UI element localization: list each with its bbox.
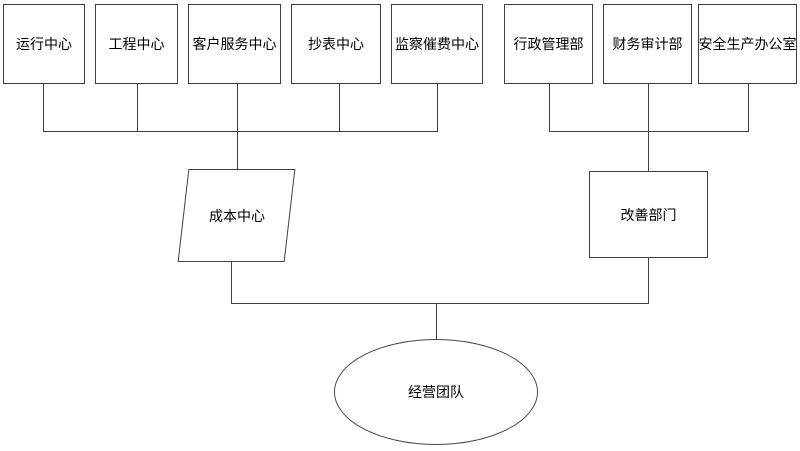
connector-stem-engineering-center bbox=[137, 84, 138, 131]
connector-cost-center-drop bbox=[231, 262, 232, 304]
org-node-finance-audit-dept: 财务审计部 bbox=[603, 4, 692, 84]
org-node-customer-service-center: 客户服务中心 bbox=[188, 4, 281, 84]
connector-bus-left-group bbox=[43, 131, 438, 132]
connector-stem-customer-service-center bbox=[237, 84, 238, 131]
connector-stem-administration-dept bbox=[549, 84, 550, 131]
org-node-supervision-collection-center: 监察催费中心 bbox=[391, 4, 483, 84]
org-node-improvement-dept: 改善部门 bbox=[589, 171, 708, 258]
org-node-engineering-center: 工程中心 bbox=[95, 4, 178, 84]
org-node-safety-production-office: 安全生产办公室 bbox=[698, 4, 797, 84]
cost-center-label: 成本中心 bbox=[208, 208, 265, 225]
connector-stem-supervision-center bbox=[437, 84, 438, 131]
org-node-management-team: 经营团队 bbox=[334, 339, 538, 445]
connector-bus-bottom bbox=[231, 303, 649, 304]
connector-stem-safety-office bbox=[748, 84, 749, 131]
connector-bus-right-group bbox=[549, 131, 749, 132]
org-node-meter-reading-center: 抄表中心 bbox=[291, 4, 381, 84]
connector-bus-to-improvement-dept bbox=[648, 131, 649, 171]
connector-bus-to-management-team bbox=[436, 303, 437, 340]
connector-improvement-dept-drop bbox=[648, 258, 649, 304]
org-node-administration-dept: 行政管理部 bbox=[504, 4, 593, 84]
connector-stem-finance-audit-dept bbox=[648, 84, 649, 131]
connector-stem-operations-center bbox=[43, 84, 44, 131]
org-node-operations-center: 运行中心 bbox=[3, 4, 85, 84]
org-node-cost-center: 成本中心 bbox=[177, 169, 296, 262]
connector-bus-to-cost-center bbox=[237, 131, 238, 169]
connector-stem-meter-reading-center bbox=[339, 84, 340, 131]
